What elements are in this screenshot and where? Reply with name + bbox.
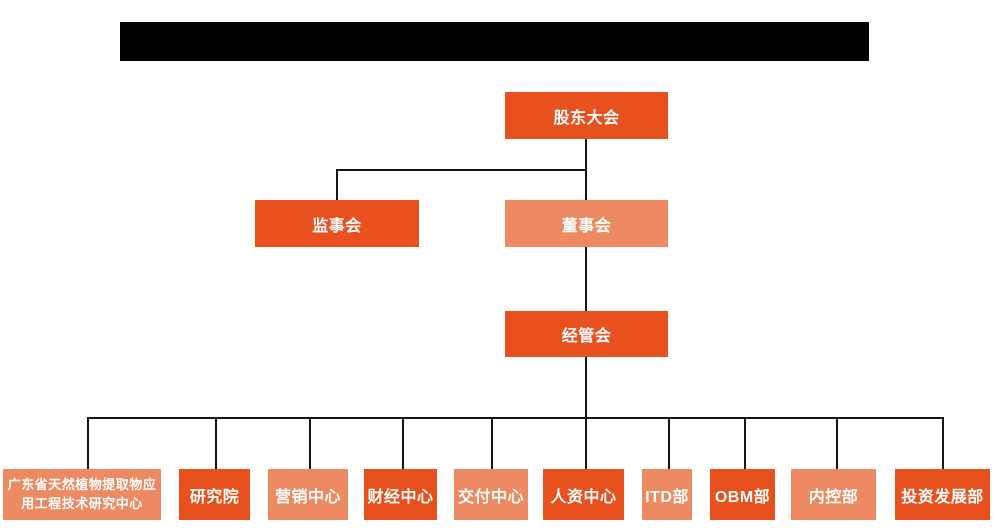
org-node-obm-department: OBM部	[710, 469, 775, 520]
org-node-hr-center: 人资中心	[543, 469, 624, 520]
connector-line	[402, 417, 404, 469]
org-node-management-committee: 经管会	[505, 311, 668, 357]
connector-line	[87, 417, 89, 469]
connector-line	[87, 417, 944, 419]
connector-line	[836, 417, 838, 469]
connector-line	[336, 169, 338, 200]
org-node-label-line: 广东省天然植物提取物应	[7, 476, 157, 492]
org-node-marketing-center: 营销中心	[268, 469, 348, 520]
connector-line	[585, 247, 587, 311]
connector-line	[491, 417, 493, 469]
redacted-title-bar	[120, 22, 869, 61]
connector-line	[215, 417, 217, 469]
org-node-finance-center: 财经中心	[364, 469, 437, 520]
org-node-label-line: 用工程技术研究中心	[21, 495, 143, 511]
connector-line	[585, 417, 587, 469]
org-node-board-of-directors: 董事会	[505, 200, 668, 247]
org-node-supervisory-board: 监事会	[255, 200, 419, 247]
org-node-internal-control-department: 内控部	[791, 469, 876, 520]
org-node-investment-development-department: 投资发展部	[895, 469, 990, 520]
connector-line	[585, 357, 587, 418]
connector-line	[668, 417, 670, 469]
connector-line	[336, 169, 587, 171]
org-node-itd-department: ITD部	[642, 469, 692, 520]
connector-line	[942, 417, 944, 469]
org-node-research-tech-center: 广东省天然植物提取物应 用工程技术研究中心	[3, 469, 161, 520]
org-node-delivery-center: 交付中心	[454, 469, 528, 520]
org-node-shareholders-meeting: 股东大会	[505, 92, 668, 139]
org-node-research-institute: 研究院	[179, 469, 250, 520]
connector-line	[309, 417, 311, 469]
connector-line	[744, 417, 746, 469]
